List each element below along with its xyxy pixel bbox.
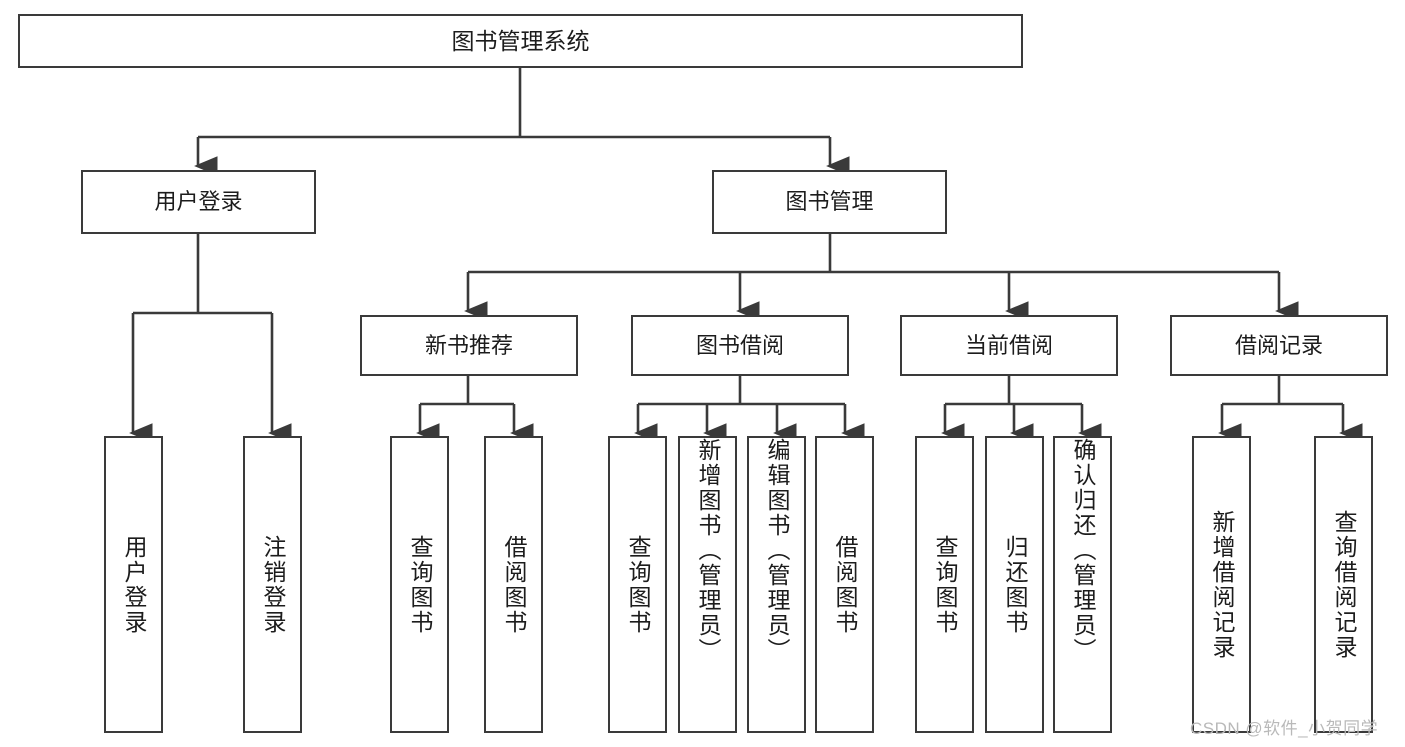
- node-user-login[interactable]: 用户登录: [81, 170, 316, 234]
- leaf-add-book-admin[interactable]: 新增图书（管理员）: [678, 436, 737, 733]
- node-label: 借阅图书: [501, 534, 527, 635]
- leaf-add-borrow-record[interactable]: 新增借阅记录: [1192, 436, 1251, 733]
- leaf-edit-book-admin[interactable]: 编辑图书（管理员）: [747, 436, 806, 733]
- node-label: 新书推荐: [424, 332, 513, 358]
- node-label: 用户登录: [154, 189, 243, 215]
- node-root-system[interactable]: 图书管理系统: [18, 14, 1023, 68]
- node-label: 查询图书: [625, 534, 651, 635]
- node-label: 用户登录: [121, 534, 147, 635]
- leaf-borrow-book-recommend[interactable]: 借阅图书: [484, 436, 543, 733]
- node-book-borrow[interactable]: 图书借阅: [631, 315, 849, 376]
- node-new-book-recommend[interactable]: 新书推荐: [360, 315, 578, 376]
- node-borrow-record[interactable]: 借阅记录: [1170, 315, 1388, 376]
- node-label: 借阅图书: [832, 534, 858, 635]
- node-current-borrow[interactable]: 当前借阅: [900, 315, 1118, 376]
- node-label: 注销登录: [260, 534, 286, 635]
- node-label: 归还图书: [1002, 534, 1028, 635]
- node-label: 当前借阅: [964, 332, 1053, 358]
- node-label: 借阅记录: [1234, 332, 1323, 358]
- node-label: 新增借阅记录: [1209, 509, 1235, 660]
- node-label: 图书借阅: [695, 332, 784, 358]
- node-book-management[interactable]: 图书管理: [712, 170, 947, 234]
- leaf-query-book-recommend[interactable]: 查询图书: [390, 436, 449, 733]
- node-label: 图书管理: [785, 189, 874, 215]
- node-label: 查询图书: [932, 534, 958, 635]
- leaf-borrow-book-borrow[interactable]: 借阅图书: [815, 436, 874, 733]
- node-label: 查询借阅记录: [1331, 509, 1357, 660]
- leaf-return-book[interactable]: 归还图书: [985, 436, 1044, 733]
- node-label: 确认归还（管理员）: [1070, 438, 1096, 663]
- node-label: 编辑图书（管理员）: [764, 438, 790, 663]
- csdn-watermark: CSDN @软件_小贺同学: [1190, 719, 1379, 738]
- node-label: 查询图书: [407, 534, 433, 635]
- leaf-query-book-current[interactable]: 查询图书: [915, 436, 974, 733]
- leaf-confirm-return-admin[interactable]: 确认归还（管理员）: [1053, 436, 1112, 733]
- leaf-query-book-borrow[interactable]: 查询图书: [608, 436, 667, 733]
- leaf-user-login[interactable]: 用户登录: [104, 436, 163, 733]
- leaf-query-borrow-record[interactable]: 查询借阅记录: [1314, 436, 1373, 733]
- node-label: 图书管理系统: [451, 27, 590, 54]
- node-label: 新增图书（管理员）: [695, 438, 721, 663]
- leaf-logout-login[interactable]: 注销登录: [243, 436, 302, 733]
